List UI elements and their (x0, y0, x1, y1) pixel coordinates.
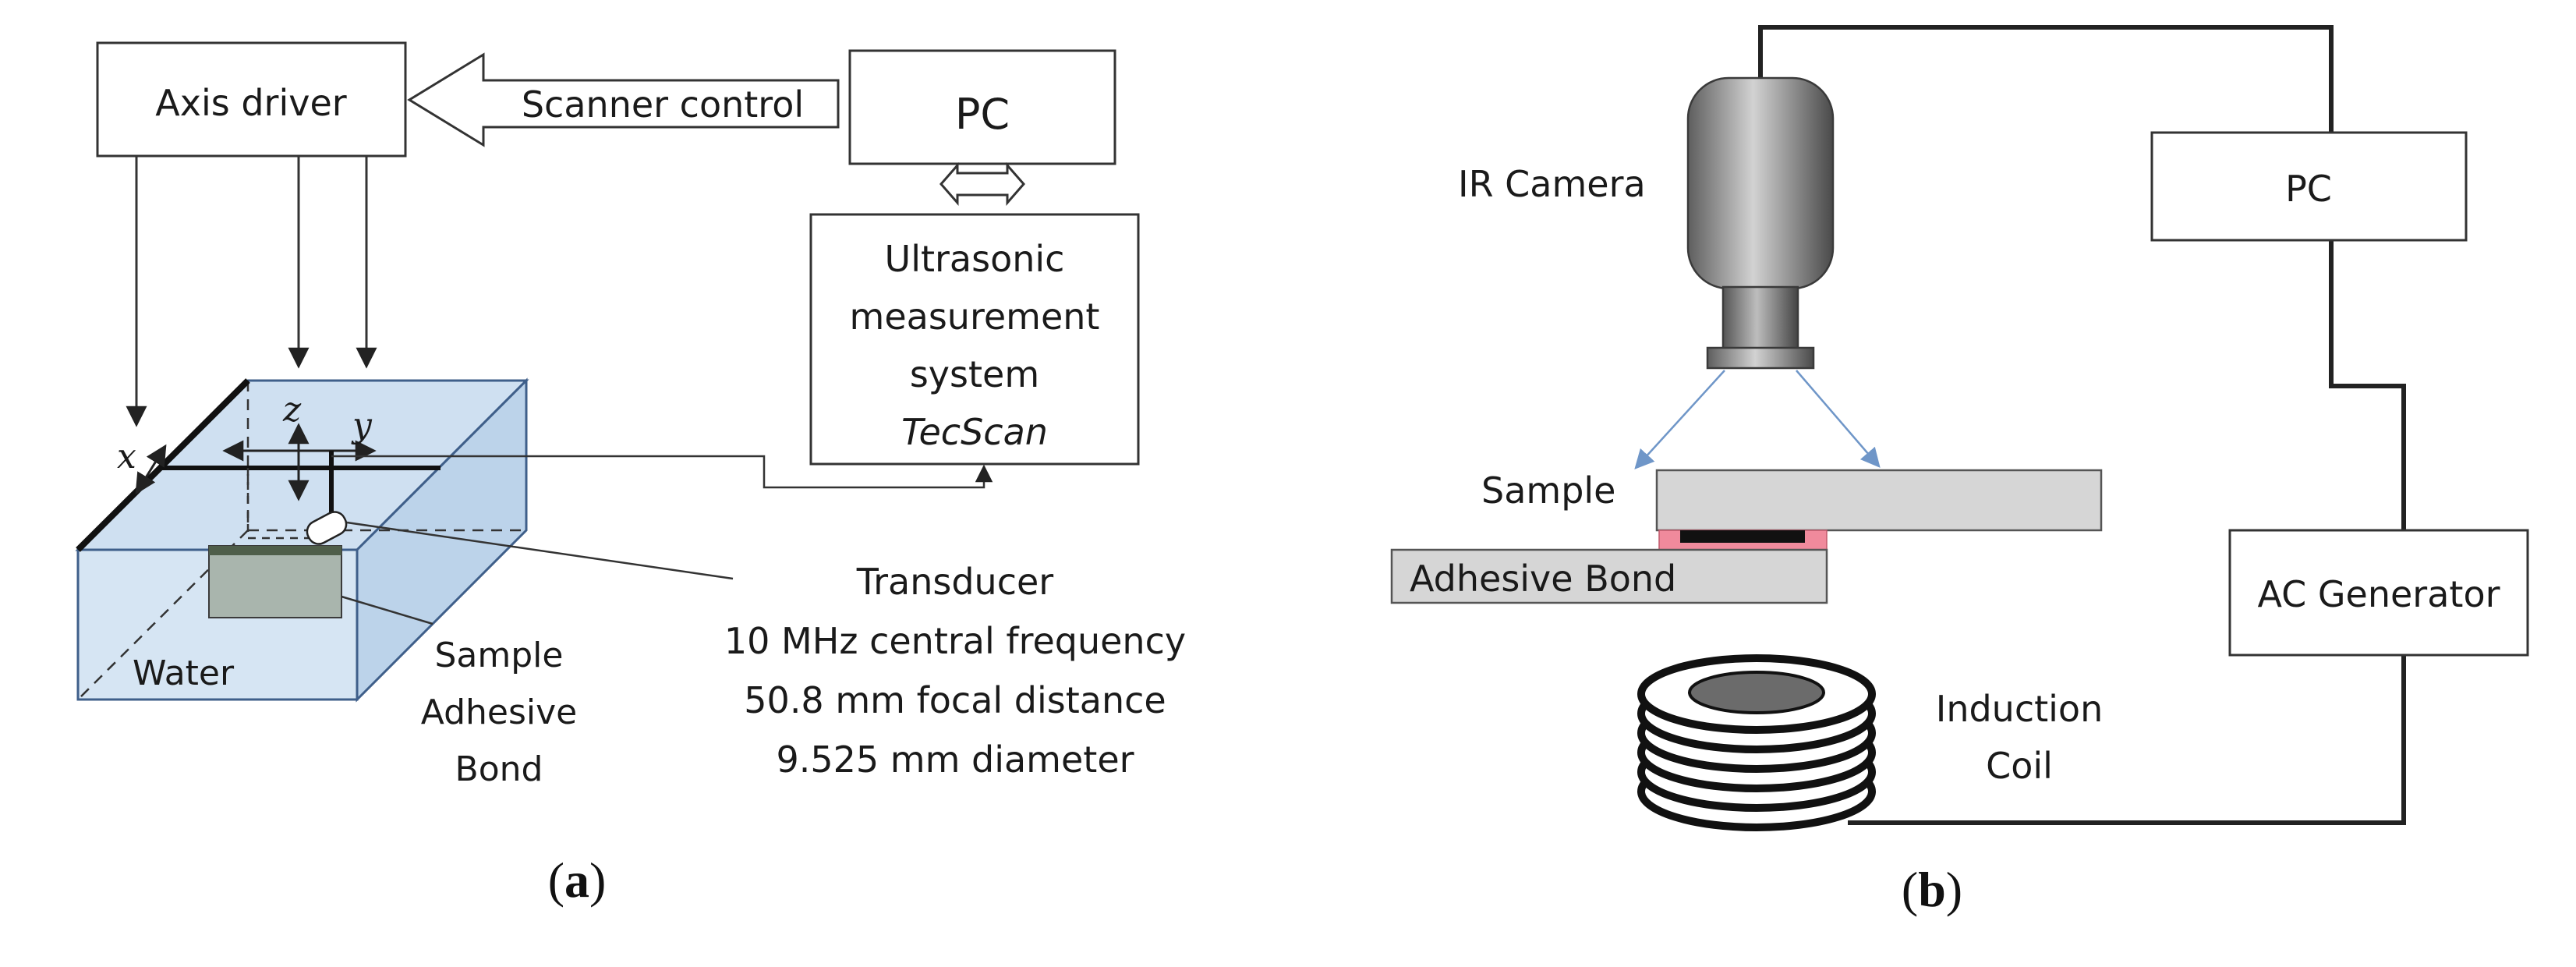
axis-z-label: z (282, 390, 302, 430)
ir-camera-lens (1706, 346, 1815, 370)
adhesive-bond-lower-plate (1390, 548, 1828, 604)
sample-leader-line (341, 595, 433, 625)
ir-camera-label: IR Camera (1458, 163, 1646, 205)
ums-line-2: measurement (850, 296, 1100, 338)
transducer-line-1: Transducer (856, 561, 1054, 603)
ums-tecscan: TecScan (901, 411, 1048, 453)
pc-box-b (2150, 131, 2468, 242)
panel-a: Axis driver Scanner control PC Ultrasoni… (75, 41, 1186, 908)
ir-beam-right (1796, 370, 1881, 468)
sample-upper-plate (1655, 469, 2103, 532)
sample-plate-a (208, 545, 342, 618)
sample-bond-strip-a (209, 546, 341, 555)
ac-generator-box (2228, 529, 2529, 657)
axis-y-label: y (351, 406, 373, 445)
ir-camera-body (1686, 76, 1835, 290)
wire-pc-to-generator (2329, 240, 2406, 530)
x-axis-arrow (135, 444, 167, 495)
transducer-line-4: 9.525 mm diameter (776, 739, 1134, 781)
ums-line-3: system (910, 353, 1039, 395)
sample-label-b: Sample (1481, 469, 1615, 512)
adhesive-bond-label: Adhesive Bond (1410, 558, 1676, 600)
sample-label-line-1: Sample (435, 636, 564, 675)
ir-camera-neck (1721, 285, 1799, 351)
pc-box-a (848, 49, 1116, 165)
transducer-probe (306, 511, 348, 545)
induction-coil-core (1688, 671, 1825, 714)
scanner-control-label: Scanner control (522, 83, 804, 126)
transducer-line-3: 50.8 mm focal distance (744, 679, 1166, 721)
induction-coil-line-1: Induction (1936, 688, 2103, 730)
pc-label-a: PC (955, 90, 1010, 139)
pc-label-b: PC (2285, 168, 2332, 210)
bond-layer-core (1680, 530, 1805, 543)
sample-label-line-2: Adhesive (421, 692, 577, 732)
ums-box (809, 213, 1140, 466)
ums-line-1: Ultrasonic (885, 238, 1065, 280)
ac-generator-label: AC Generator (2258, 573, 2500, 615)
axis-driver-label: Axis driver (155, 82, 346, 124)
caption-b: (b) (1902, 862, 1962, 917)
caption-a: (a) (548, 852, 607, 908)
transducer-cable (331, 455, 993, 489)
water-label: Water (133, 654, 235, 693)
induction-coil-line-2: Coil (1986, 745, 2053, 787)
transducer-line-2: 10 MHz central frequency (724, 620, 1186, 662)
scanner-control-arrow (407, 52, 840, 147)
sample-label-line-3: Bond (455, 749, 543, 789)
wire-camera-to-pc (1758, 25, 2334, 133)
ir-beam-left (1634, 370, 1725, 469)
axis-x-label: x (117, 437, 136, 476)
pc-ums-double-arrow (939, 162, 1025, 206)
transducer-leader-line (346, 521, 734, 580)
wire-generator-to-coil (1848, 655, 2406, 825)
axis-driver-box (96, 41, 407, 158)
panel-b: PC AC Generator IR Camera Sample Adhesiv… (1390, 25, 2529, 917)
